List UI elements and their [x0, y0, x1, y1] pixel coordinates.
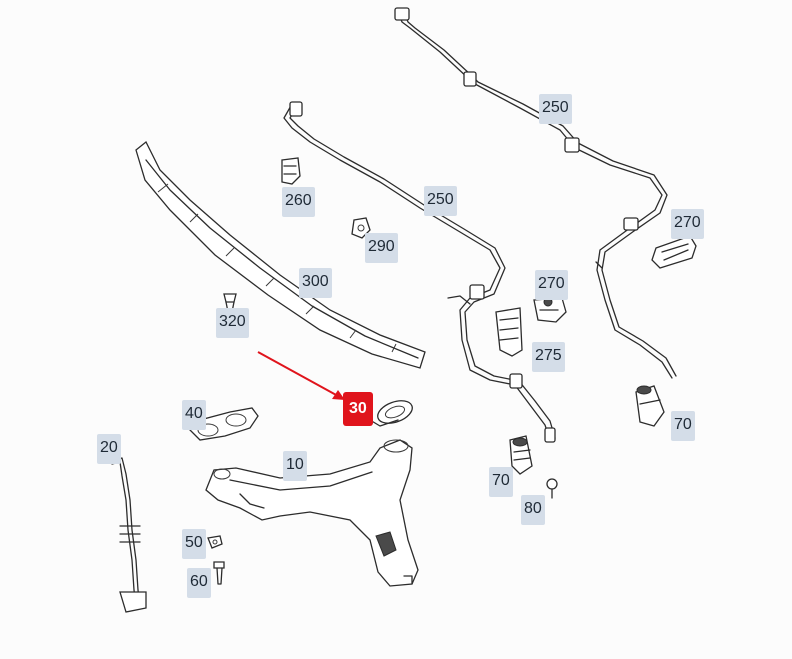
callout-70-middle[interactable]: 70: [489, 467, 513, 497]
callout-70-right[interactable]: 70: [671, 411, 695, 441]
cowl-panel-300: [135, 140, 426, 369]
callout-80[interactable]: 80: [521, 495, 545, 525]
gasket-40: [189, 407, 259, 441]
pump-70-right: [635, 385, 665, 427]
callout-300[interactable]: 300: [299, 268, 332, 298]
nut-50: [207, 535, 223, 549]
washer-hose-upper: [394, 7, 677, 379]
callout-260[interactable]: 260: [282, 187, 315, 217]
callout-250-lower[interactable]: 250: [424, 186, 457, 216]
callout-290[interactable]: 290: [365, 233, 398, 263]
callout-250-upper[interactable]: 250: [539, 94, 572, 124]
reservoir-10: [205, 439, 419, 587]
bracket-275: [495, 307, 523, 357]
pump-70-middle: [509, 435, 533, 475]
callout-40[interactable]: 40: [182, 400, 206, 430]
grommet-80: [546, 478, 558, 499]
callout-50[interactable]: 50: [182, 529, 206, 559]
callout-20[interactable]: 20: [97, 434, 121, 464]
callout-320[interactable]: 320: [216, 308, 249, 338]
clip-260: [281, 157, 301, 185]
callout-270-right[interactable]: 270: [671, 209, 704, 239]
callout-10[interactable]: 10: [283, 451, 307, 481]
callout-270-middle[interactable]: 270: [535, 270, 568, 300]
valve-270-middle: [533, 297, 567, 323]
filler-cap-30: [369, 400, 413, 427]
callout-60[interactable]: 60: [187, 568, 211, 598]
callout-275[interactable]: 275: [532, 342, 565, 372]
highlight-arrow: [257, 351, 345, 400]
hose-20: [107, 457, 147, 613]
sensor-270-right: [651, 235, 697, 269]
washer-hose-lower: [283, 101, 556, 443]
bolt-60: [213, 561, 225, 585]
callout-30-highlighted[interactable]: 30: [343, 392, 373, 426]
